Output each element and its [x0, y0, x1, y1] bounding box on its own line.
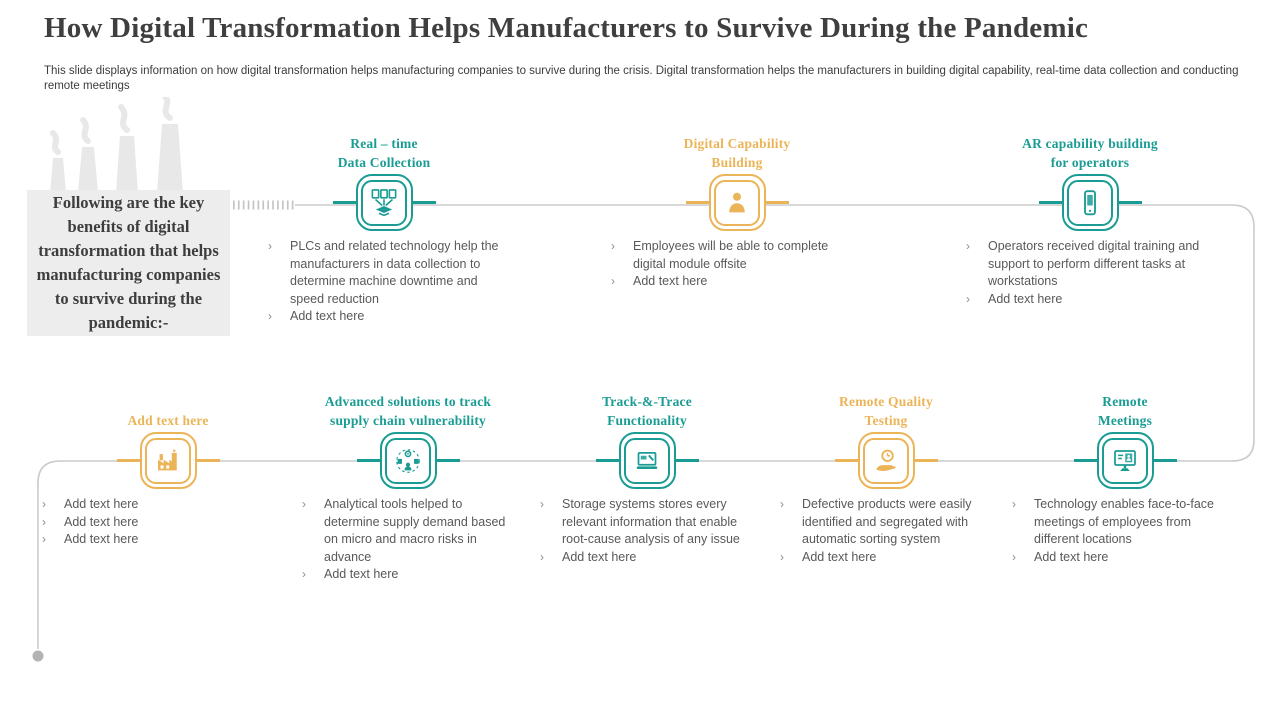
bullet-item: ›PLCs and related technology help the ma…	[268, 239, 499, 306]
factory-icon	[158, 449, 177, 470]
column-heading: Remote Meetings	[1097, 394, 1153, 428]
bullet-item: ›Operators received digital training and…	[966, 239, 1200, 288]
quality-check-icon	[876, 449, 896, 471]
column-heading: Track-&-Trace Functionality	[602, 394, 692, 428]
benefit-column-add-text: Add text here ›Add text here ›Add text h…	[42, 392, 294, 549]
supply-chain-icon	[396, 448, 420, 473]
data-collection-icon	[371, 188, 397, 216]
bullet-item: ›Technology enables face-to-face meeting…	[1012, 497, 1214, 546]
smartphone-icon	[1084, 189, 1096, 215]
person-icon	[729, 192, 745, 212]
bullet-list: ›Employees will be able to complete digi…	[611, 231, 863, 291]
factory-silhouette-art	[50, 97, 183, 193]
slide-description: This slide displays information on how d…	[44, 65, 1239, 92]
bullet-list: ›Technology enables face-to-face meeting…	[1012, 489, 1238, 566]
benefit-column-track-and-trace: Track-&-Trace Functionality ›Storage sys…	[540, 392, 754, 566]
bullet-item: ›Add text here	[42, 497, 139, 511]
bullet-item: ›Add text here	[302, 567, 399, 581]
benefit-column-digital-capability-building: Digital Capability Building ›Employees w…	[611, 134, 863, 291]
benefit-column-supply-chain-solutions: Advanced solutions to track supply chain…	[302, 392, 514, 584]
column-heading: Digital Capability Building	[683, 136, 791, 170]
bullet-list: ›Storage systems stores every relevant i…	[540, 489, 754, 566]
column-heading: Remote Quality Testing	[839, 394, 933, 428]
bullet-item: ›Add text here	[1012, 549, 1109, 564]
column-heading: Real – time Data Collection	[337, 136, 431, 170]
bullet-list: ›Analytical tools helped to determine su…	[302, 489, 514, 584]
bullet-item: ›Employees will be able to complete digi…	[611, 239, 829, 271]
benefit-column-remote-quality-testing: Remote Quality Testing ›Defective produc…	[780, 392, 992, 566]
bullet-item: ›Storage systems stores every relevant i…	[540, 497, 740, 546]
bullet-item: ›Defective products were easily identifi…	[780, 497, 972, 546]
bullet-item: ›Add text here	[611, 274, 708, 288]
column-heading: AR capability building for operators	[1022, 136, 1158, 170]
benefit-column-real-time-data-collection: Real – time Data Collection ›PLCs and re…	[268, 134, 500, 326]
bullet-item: ›Add text here	[966, 291, 1063, 306]
bullet-item: ›Add text here	[780, 549, 877, 564]
bullet-list: ›Operators received digital training and…	[966, 231, 1214, 308]
benefit-column-ar-capability-building: AR capability building for operators ›Op…	[966, 134, 1214, 308]
bullet-list: ›Defective products were easily identifi…	[780, 489, 992, 566]
intro-text: Following are the key benefits of digita…	[36, 193, 221, 332]
benefit-column-remote-meetings: Remote Meetings ›Technology enables face…	[1012, 392, 1238, 566]
page-title: How Digital Transformation Helps Manufac…	[44, 12, 1089, 44]
bullet-item: ›Add text here	[42, 514, 139, 529]
intro-text-box: Following are the key benefits of digita…	[27, 190, 230, 336]
column-heading: Add text here	[127, 413, 209, 428]
bullet-item: ›Add text here	[540, 549, 637, 564]
column-heading: Advanced solutions to track supply chain…	[324, 394, 492, 428]
bullet-item: ›Analytical tools helped to determine su…	[302, 497, 506, 564]
laptop-icon	[636, 451, 658, 469]
video-meeting-icon	[1114, 449, 1136, 471]
bullet-item: ›Add text here	[42, 532, 139, 546]
bullet-list: ›Add text here ›Add text here ›Add text …	[42, 489, 294, 549]
bullet-item: ›Add text here	[268, 309, 365, 323]
bullet-list: ›PLCs and related technology help the ma…	[268, 231, 500, 326]
